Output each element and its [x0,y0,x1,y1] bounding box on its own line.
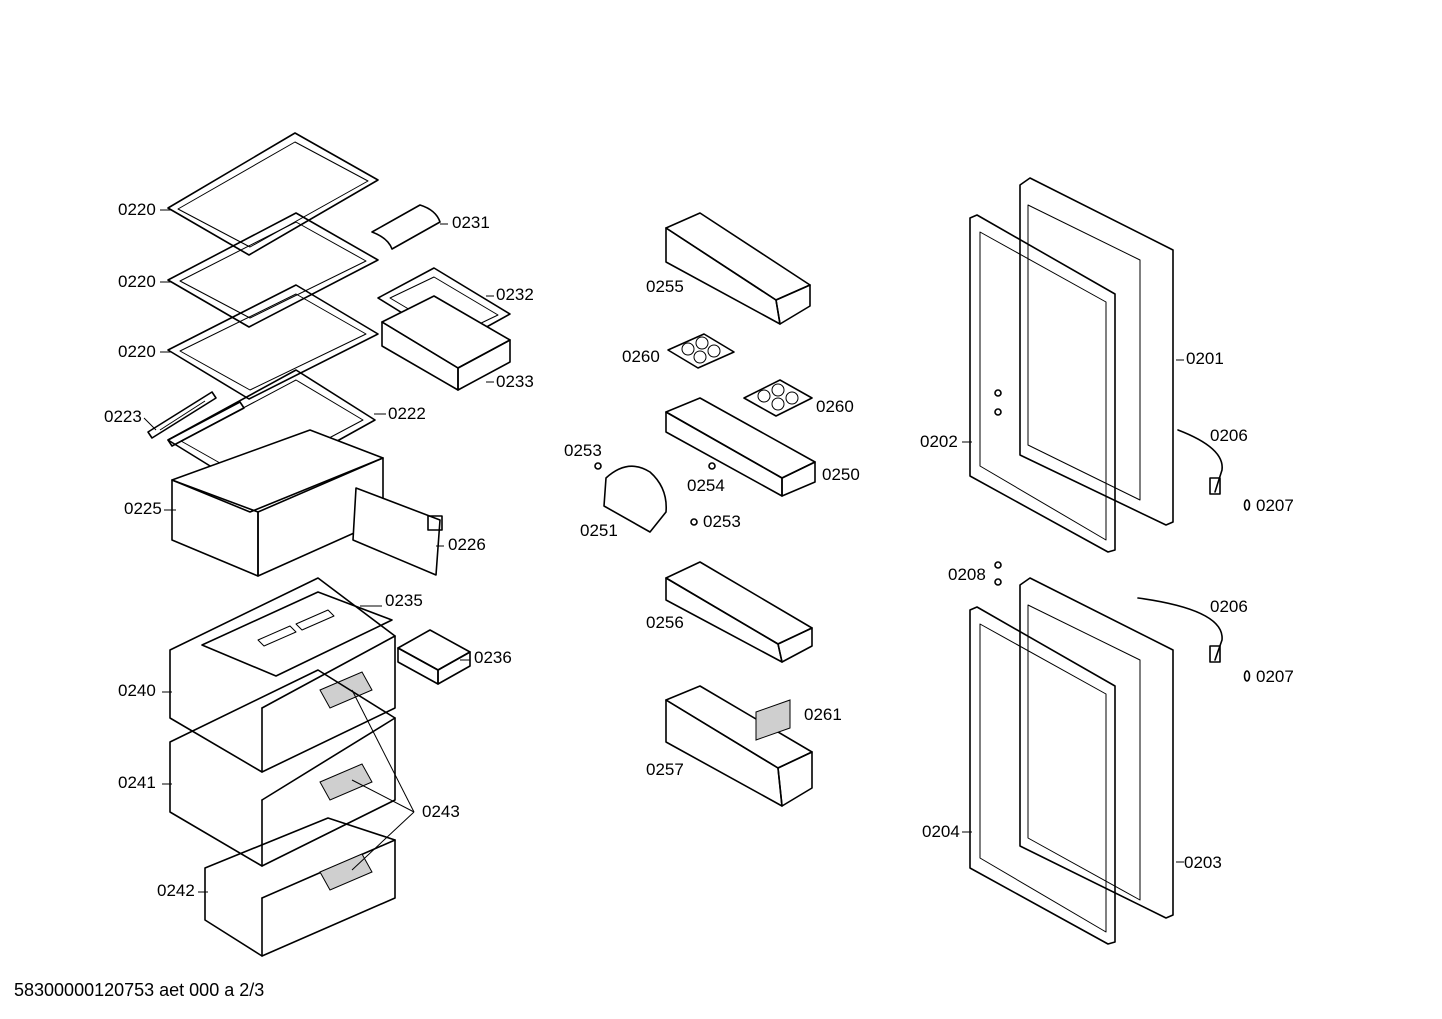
divider-0261 [755,699,791,741]
small-part-0253b [690,518,698,526]
freezer-drawer-2 [169,669,396,867]
label-0220-low: 0220 [118,342,156,361]
gasket-upper [969,214,1116,553]
vegetable-container [171,429,384,577]
film-piece [371,204,441,250]
label-0260-a: 0260 [622,347,660,366]
label-0231: 0231 [452,213,490,232]
label-0208: 0208 [948,565,986,584]
small-part-0254 [708,462,716,470]
part-labels: 0220 0220 0220 0231 0232 0233 0223 0222 … [104,200,1294,900]
label-0241: 0241 [118,773,156,792]
label-0202: 0202 [920,432,958,451]
label-0225: 0225 [124,499,162,518]
label-0220-top: 0220 [118,200,156,219]
label-0242: 0242 [157,881,195,900]
label-0207-a: 0207 [1256,496,1294,515]
label-0203: 0203 [1184,853,1222,872]
label-0226: 0226 [448,535,486,554]
freezer-drawer-1 [169,577,396,773]
door-handle-lower [1137,597,1223,663]
drawing-number: 58300000120753 aet 000 a 2/3 [14,980,265,1000]
label-0223: 0223 [104,407,142,426]
door-shelf-0257 [665,685,813,807]
glass-shelf-3 [167,284,379,400]
label-0232: 0232 [496,285,534,304]
label-0255: 0255 [646,277,684,296]
label-0261: 0261 [804,705,842,724]
label-0204: 0204 [922,822,960,841]
label-0256: 0256 [646,613,684,632]
door-shelf-0250 [665,397,816,497]
shelf-rail [147,391,217,439]
label-0257: 0257 [646,760,684,779]
label-0235: 0235 [385,591,423,610]
ice-tray-lid [201,591,393,677]
label-0253-b: 0253 [703,512,741,531]
label-0236: 0236 [474,648,512,667]
door-shelf-0255 [665,212,811,325]
glass-shelf-2 [167,212,379,328]
label-0250: 0250 [822,465,860,484]
label-0233: 0233 [496,372,534,391]
egg-tray-b [743,379,813,417]
label-0254: 0254 [687,476,725,495]
freezer-drawer-3 [204,817,396,957]
label-0201: 0201 [1186,349,1224,368]
gasket-lower [969,606,1116,945]
label-0206-b: 0206 [1210,597,1248,616]
door-upper [1019,177,1174,526]
label-0243: 0243 [422,802,460,821]
door-shelf-0256 [665,561,813,663]
crisper-box [381,295,511,391]
door-lower [1019,577,1174,919]
door-handle-upper [1177,429,1223,495]
washer-icons [1243,499,1251,682]
hinge-screws-lower [994,561,1002,586]
ice-cube-tray [397,629,471,685]
label-0253-a: 0253 [564,441,602,460]
container-flap [352,487,443,576]
glass-shelf-1 [167,132,379,256]
label-0207-b: 0207 [1256,667,1294,686]
shelf-cover-0251 [603,465,667,533]
label-0240: 0240 [118,681,156,700]
label-0206-a: 0206 [1210,426,1248,445]
shelf-strip [167,401,245,447]
label-0222: 0222 [388,404,426,423]
egg-tray-a [667,333,735,369]
leader-lines [143,209,1184,893]
label-0251: 0251 [580,521,618,540]
label-0220-mid: 0220 [118,272,156,291]
hinge-screws [994,389,1002,416]
label-0260-b: 0260 [816,397,854,416]
small-part-0253a [594,462,602,470]
